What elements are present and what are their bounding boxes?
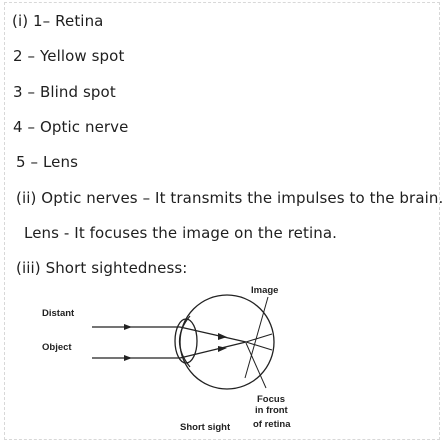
diverge-ray-1 [245,341,273,351]
optic-nerve-item: 4 – Optic nerve [13,118,129,136]
lens-item: 5 – Lens [16,153,79,171]
image-label: Image [251,285,278,296]
focus-pointer [245,342,267,389]
arrow-head-top [124,324,132,330]
focus-label-2: in front [255,405,289,416]
arrow-head-bottom [124,355,132,361]
arrow-head-mid-top [218,333,227,340]
short-sightedness-heading: (iii) Short sightedness: [16,259,188,277]
yellow-spot-item: 2 – Yellow spot [13,47,125,65]
distant-label: Distant [42,308,75,319]
retina-item: (i) 1– Retina [12,12,104,30]
content-frame [4,2,440,440]
refracted-ray-bottom [179,341,247,359]
focus-label-1: Focus [257,394,285,405]
caption-short-sight: Short sight [180,422,231,433]
diverge-ray-2 [245,333,273,343]
image-pointer [244,296,269,379]
focus-label-3: of retina [253,419,291,430]
cornea [178,315,191,368]
eye-lens [174,318,198,364]
blind-spot-item: 3 – Blind spot [13,83,116,101]
optic-nerve-function: (ii) Optic nerves – It transmits the imp… [16,189,444,207]
lens-function: Lens - It focuses the image on the retin… [24,224,337,242]
arrow-head-mid-bottom [218,346,227,352]
refracted-ray-top [179,326,247,343]
object-label: Object [42,342,72,353]
